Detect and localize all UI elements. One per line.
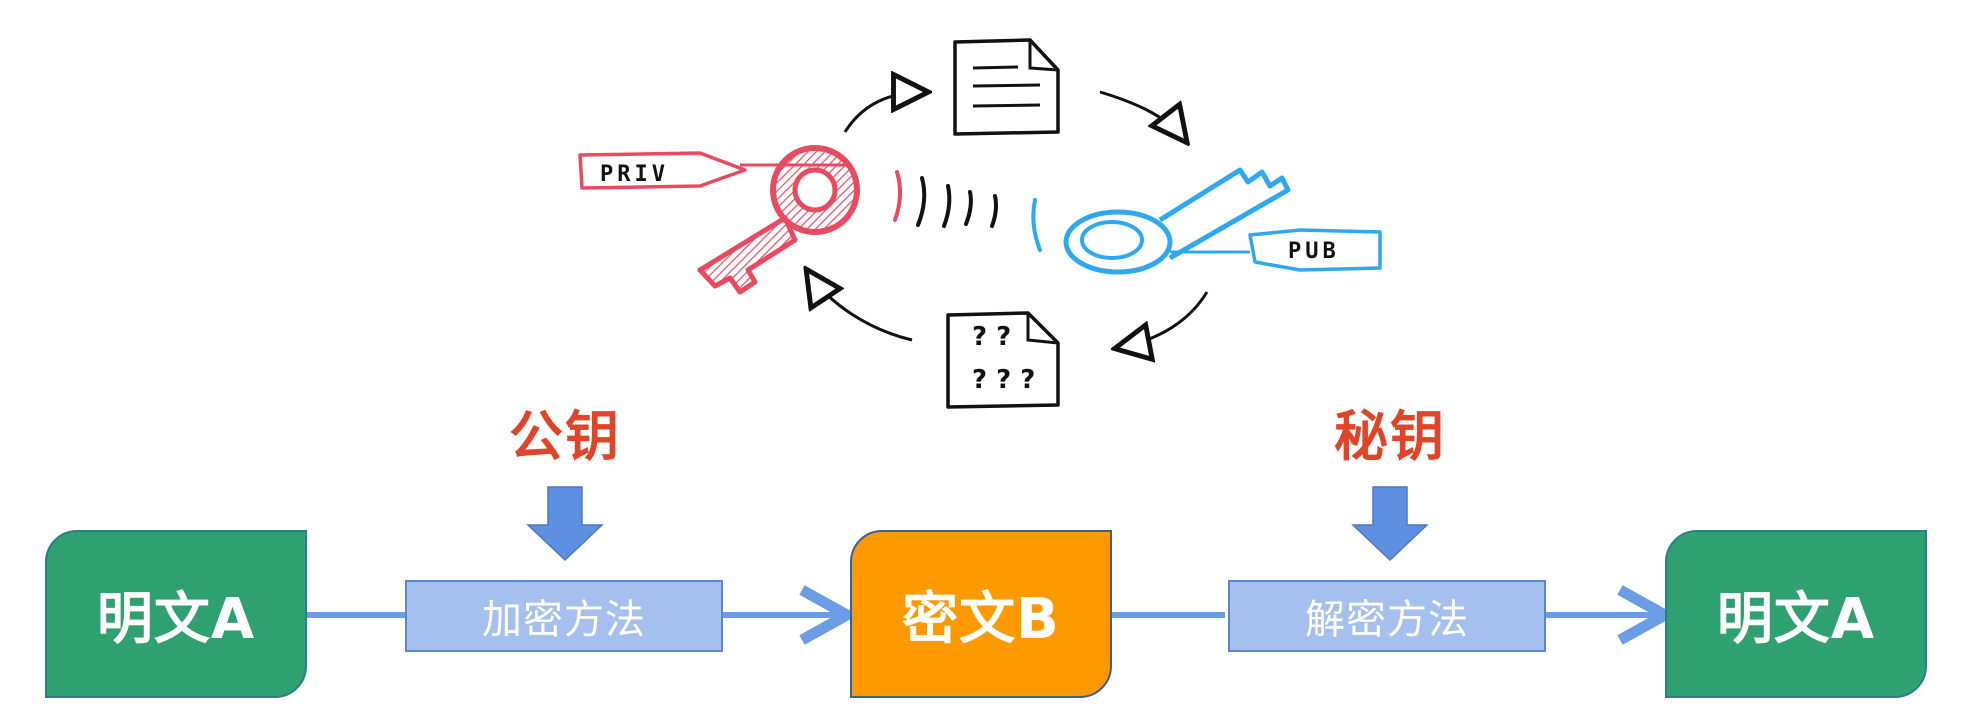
public-key-down-arrow [526,486,604,562]
document-icon [953,38,1060,136]
public-tag-label: PUB [1288,239,1340,264]
cycle-arrow-top-right [1099,90,1185,140]
encrypt-method-box: 加密方法 [405,580,723,652]
decrypt-method-box: 解密方法 [1228,580,1546,652]
secret-key-label: 秘钥 [1334,405,1446,468]
cycle-arrow-bottom-left [808,272,913,342]
cycle-arrow-top-left [843,92,925,133]
svg-text:? ? ?: ? ? ? [972,365,1035,395]
scrambled-document-icon: ? ? ? ? ? [946,311,1060,409]
plaintext-node-right: 明文A [1665,530,1927,698]
ciphertext-node: 密文B [850,530,1112,698]
secret-key-down-arrow [1351,486,1429,562]
private-key-icon: PRIV [578,145,860,295]
private-tag-label: PRIV [600,162,669,187]
svg-text:? ?: ? ? [972,322,1011,352]
plaintext-node-left: 明文A [45,530,307,698]
cycle-arrow-bottom-right [1118,291,1209,348]
public-key-label: 公钥 [509,405,621,468]
signal-waves [893,170,1042,252]
public-key-icon: PUB [1063,167,1382,275]
